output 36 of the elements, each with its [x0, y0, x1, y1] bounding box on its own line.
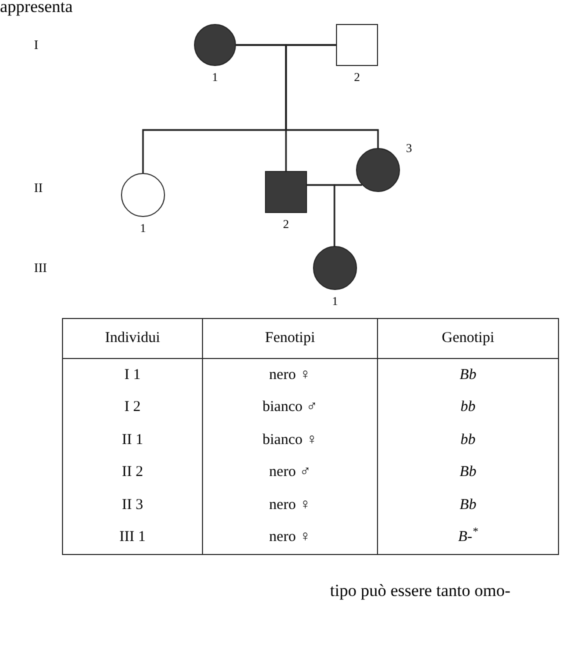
text-fragment: tipo può essere tanto omo- [330, 580, 510, 602]
individual-number: 1 [140, 222, 146, 234]
male-square [336, 24, 378, 66]
table-cell: III 1 [63, 521, 203, 554]
column-header: Genotipi [440, 329, 496, 348]
table-cell: nero ♀ [203, 358, 378, 391]
table-cell: I 1 [63, 358, 203, 391]
individual-number: 2 [283, 218, 289, 230]
table-cell: bianco ♀ [203, 424, 378, 456]
table-cell: II 3 [63, 488, 203, 521]
table-cell: II 2 [63, 456, 203, 488]
individual-number: 1 [332, 295, 338, 307]
individual-number: 3 [406, 142, 412, 154]
column-header: Fenotipi [203, 319, 378, 358]
table-cell: nero ♀ [203, 521, 378, 554]
affected-male-square [265, 171, 307, 213]
generation-label: II [34, 181, 43, 194]
pedigree-line [334, 184, 362, 247]
table-cell-text: Bb [458, 463, 478, 482]
individual-number: 2 [354, 71, 360, 83]
individual-number: 1 [212, 71, 218, 83]
table-cell: II 1 [63, 424, 203, 456]
table-cell-text: bb [460, 398, 476, 417]
table-cell-text: bb [460, 430, 476, 450]
table-cell: nero ♂ [203, 456, 378, 488]
generation-label: I [34, 38, 38, 51]
column-header: Individui [63, 319, 203, 358]
table-cell-text: Bb [458, 496, 478, 514]
table-cell: bianco ♂ [203, 391, 378, 424]
table-cell-text: Bb [458, 366, 478, 384]
text-fragment: appresenta [0, 0, 73, 18]
table-cell: I 2 [63, 391, 203, 424]
generation-label: III [34, 261, 47, 274]
table-cell: nero ♀ [203, 488, 378, 521]
pedigree-line [285, 44, 379, 148]
table-cell-text: B-$^{*}$ [457, 525, 479, 547]
